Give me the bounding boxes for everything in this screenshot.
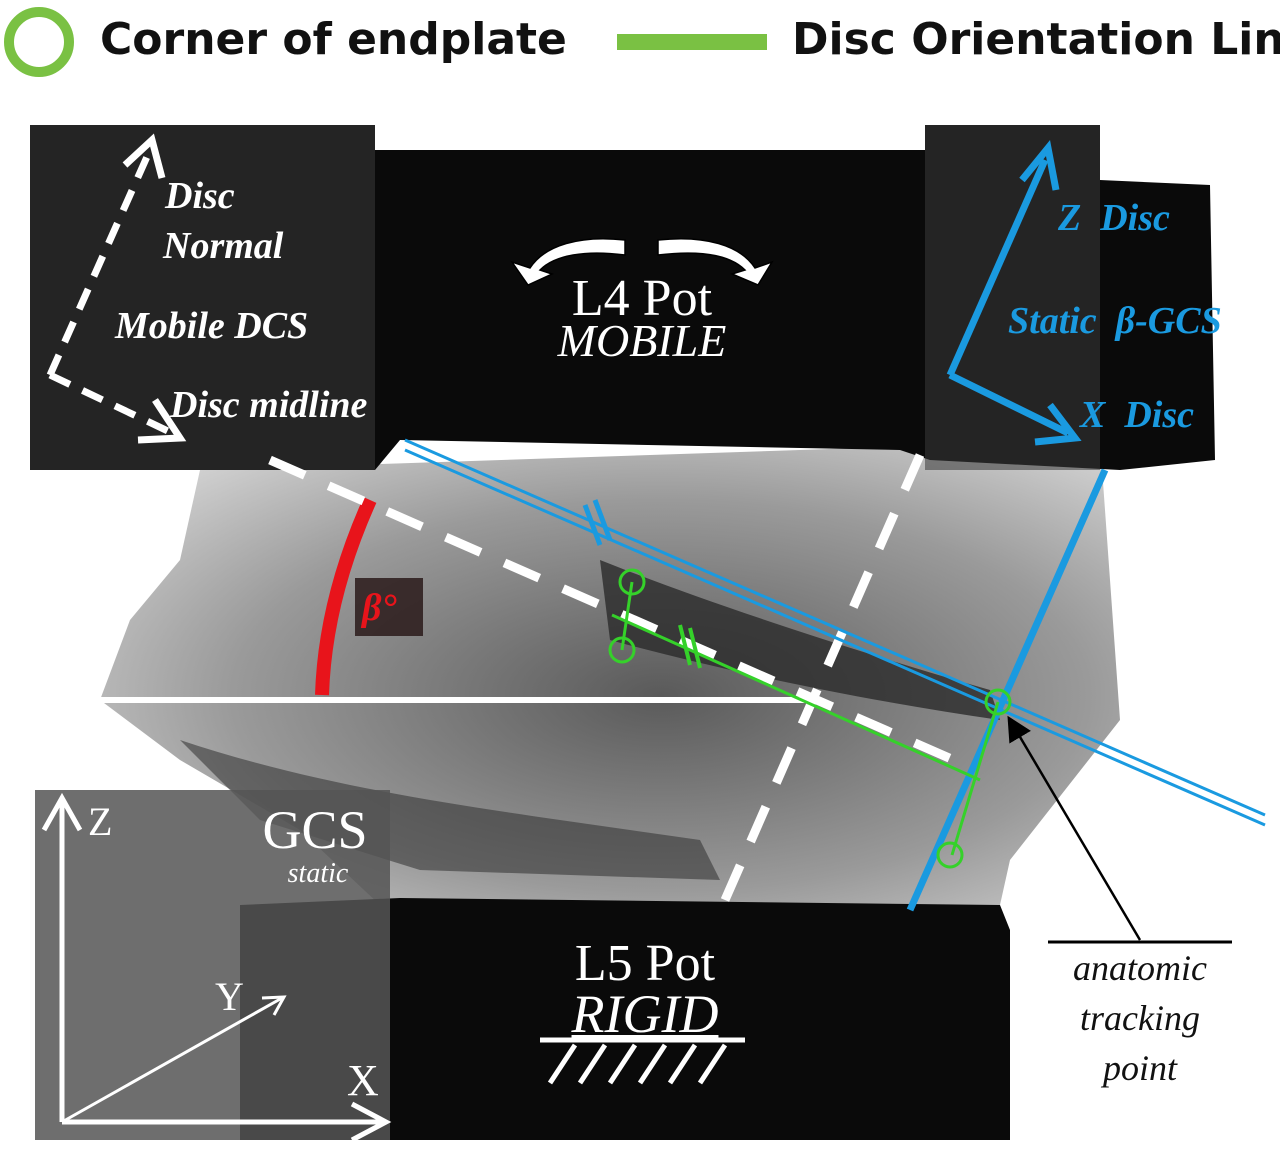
l4-state-label: MOBILE xyxy=(557,315,727,366)
disc-midline-label: Disc midline xyxy=(169,384,368,426)
tracking-label-line3: point xyxy=(1100,1048,1178,1088)
mobile-dcs-label: Mobile DCS xyxy=(114,305,308,347)
green-parallel-mark-1 xyxy=(678,624,692,666)
blue-disc-line-upper xyxy=(404,438,1266,817)
gcs-z-arrowhead xyxy=(41,792,83,832)
static-gcs-x-arrowhead xyxy=(1034,402,1082,446)
disc-normal-label-2: Normal xyxy=(162,225,284,267)
gcs-subtitle: static xyxy=(288,858,349,889)
l5-state-label: RIGID xyxy=(571,984,719,1044)
disc-normal-dashed xyxy=(720,453,925,902)
gcs-x-arrowhead xyxy=(350,1101,392,1143)
gcs-y-arrowhead xyxy=(261,995,287,1016)
blue-parallel-mark-1 xyxy=(582,504,603,546)
gcs-x-label: X xyxy=(347,1056,379,1105)
disc-normal-label-1: Disc xyxy=(164,175,235,217)
tracking-label-line2: tracking xyxy=(1080,998,1200,1038)
gcs-y-axis xyxy=(61,996,283,1124)
mobile-dcs-midline-arrowhead xyxy=(137,398,187,444)
endplate-corner-circle-3 xyxy=(984,688,1012,716)
green-disc-line xyxy=(611,613,981,782)
legend-svg xyxy=(4,7,767,77)
green-parallel-mark-2 xyxy=(688,627,702,669)
l4-right-panel xyxy=(925,125,1100,470)
mobile-dcs-midline-arrow xyxy=(48,371,172,436)
mobile-dcs-normal-arrowhead xyxy=(122,133,166,179)
l5-pot xyxy=(240,898,1010,1140)
gcs-z-label: Z xyxy=(88,799,112,844)
tracking-label-line1: anatomic xyxy=(1073,948,1207,988)
legend-corner-icon xyxy=(4,7,74,77)
green-endplate-line-right xyxy=(950,701,1000,856)
legend-corner-label: Corner of endplate xyxy=(100,14,567,65)
blue-z-axis-line xyxy=(906,468,1109,912)
vertebra-shadow xyxy=(180,740,720,880)
static-gcs-z-arrowhead xyxy=(1019,139,1060,191)
blue-disc-line-lower xyxy=(404,448,1266,827)
disc-shadow xyxy=(600,560,1000,720)
static-gcs-z-arrow xyxy=(946,158,1049,377)
l4-rotation-arrow-left xyxy=(510,237,626,286)
beta-label-box xyxy=(355,578,423,636)
mobile-dcs-normal-arrow xyxy=(46,148,154,377)
legend: Corner of endplate Disc Orientation Line… xyxy=(0,0,1280,95)
beta-angle-arc xyxy=(315,497,377,696)
legend-line-icon xyxy=(617,34,767,50)
endplate-corner-circle-4 xyxy=(936,841,964,869)
blue-parallel-mark-2 xyxy=(592,499,613,541)
beta-angle-label: β° xyxy=(360,587,397,629)
l5-pot-label: L5 Pot xyxy=(575,935,716,992)
x-disc-label: X Disc xyxy=(1079,394,1194,436)
endplate-corner-circle-2 xyxy=(608,636,636,664)
gcs-y-label: Y xyxy=(215,974,244,1019)
gcs-panel xyxy=(35,790,390,1140)
endplate-corner-circle-1 xyxy=(618,568,646,596)
z-disc-label: Z Disc xyxy=(1057,197,1170,239)
tracking-pointer-line xyxy=(1007,715,1142,941)
static-gcs-x-arrow xyxy=(948,371,1070,437)
gcs-title: GCS xyxy=(262,800,367,860)
l4-rotation-arrow-right xyxy=(657,237,774,286)
legend-lines-label: Disc Orientation Lines xyxy=(792,14,1280,65)
static-beta-gcs-label: Static β-GCS xyxy=(1008,300,1222,342)
rigid-hatching xyxy=(547,1043,728,1085)
l4-pot-label: L4 Pot xyxy=(572,270,713,327)
